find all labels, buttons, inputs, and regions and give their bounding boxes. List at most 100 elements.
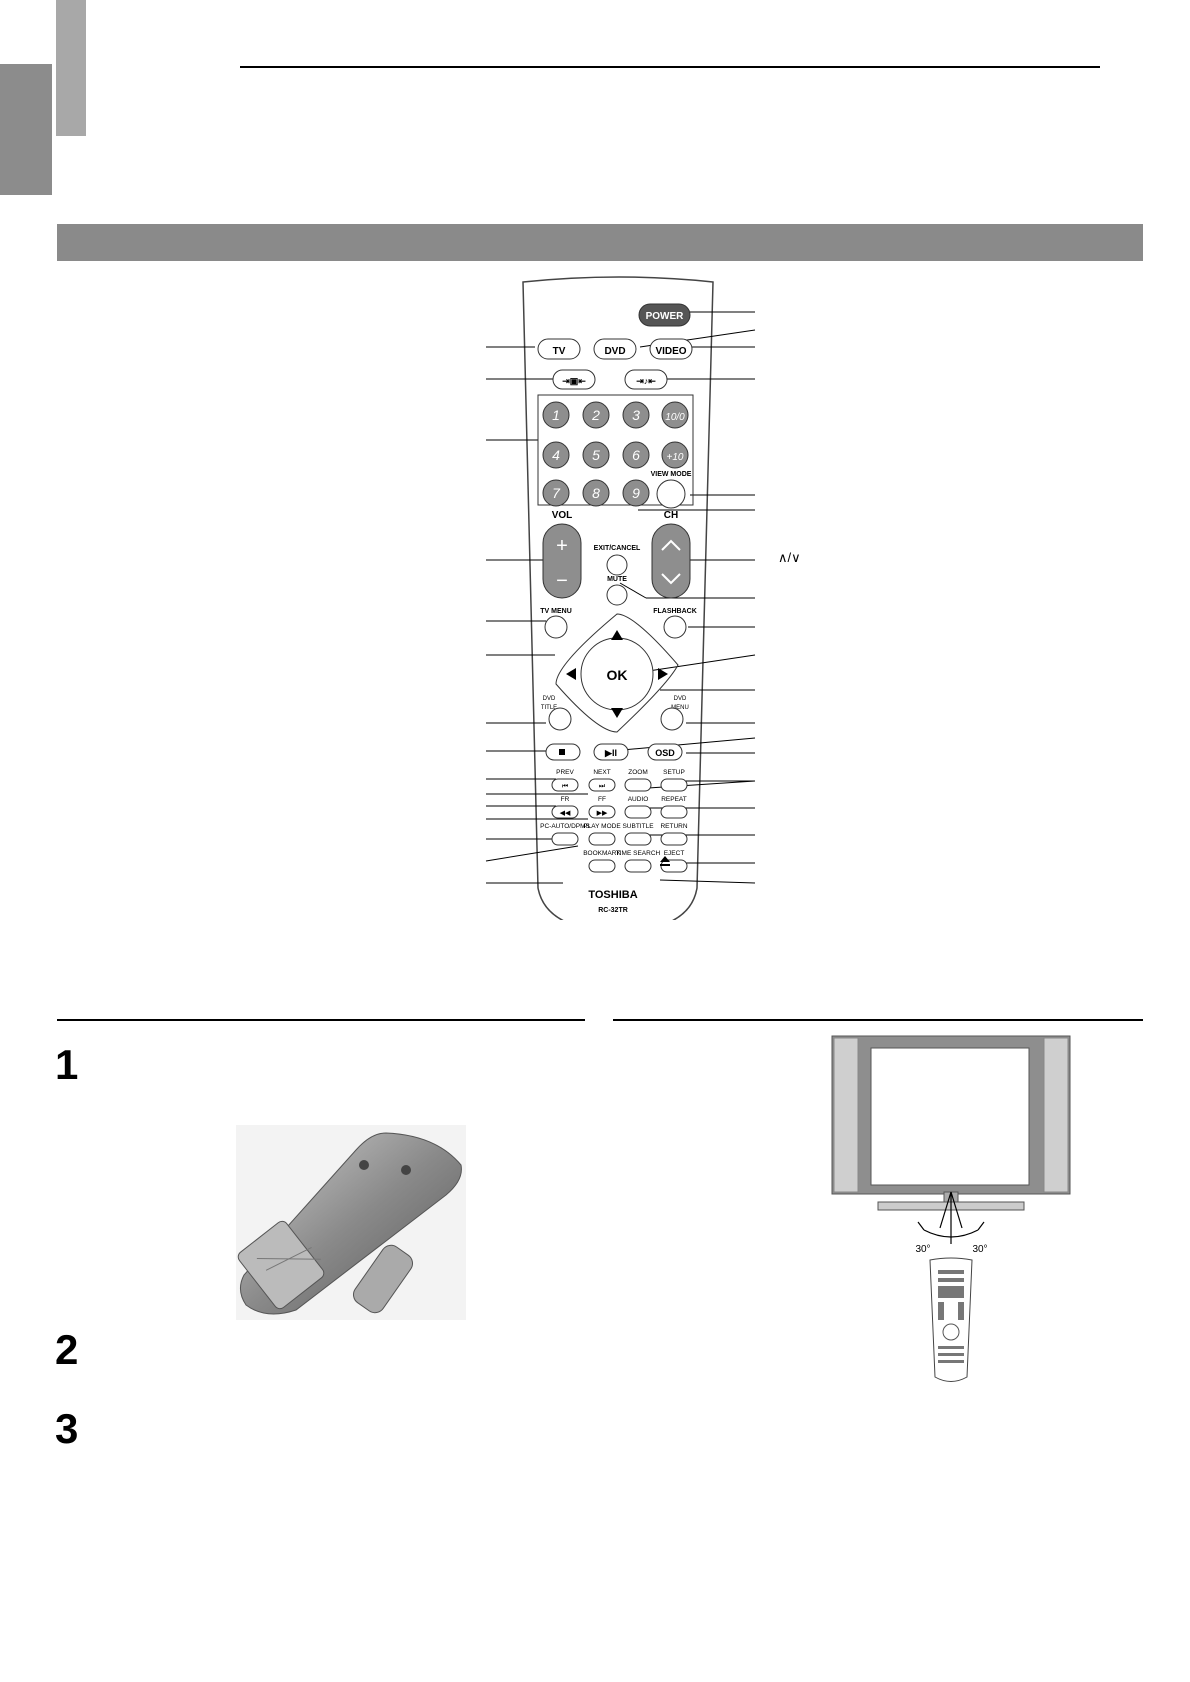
bookmark-button[interactable] (588, 859, 616, 873)
exit-cancel-button[interactable] (606, 554, 628, 576)
digit-button[interactable] (661, 441, 689, 469)
tv-button[interactable] (537, 338, 581, 360)
tv-label: TV (553, 346, 566, 357)
screw-hole (401, 1165, 411, 1175)
battery-cover-illustration (236, 1125, 466, 1320)
repeat-button[interactable] (660, 805, 688, 819)
digit-button[interactable] (582, 479, 610, 507)
video-label: VIDEO (655, 346, 686, 357)
screw-hole (359, 1160, 369, 1170)
brand-label: TOSHIBA (588, 889, 637, 901)
video-button[interactable] (649, 338, 693, 360)
mini-remote-buttons (938, 1270, 964, 1363)
callout-lines-right (619, 311, 756, 884)
bookmark-label: BOOKMARK (583, 850, 621, 857)
dvd-button[interactable] (593, 338, 637, 360)
flashback-label: FLASHBACK (653, 608, 697, 615)
arrow-down-icon (611, 708, 623, 718)
eject-label: EJECT (664, 850, 685, 857)
digit-label: 2 (591, 407, 600, 423)
arrow-up-icon (611, 630, 623, 640)
subtitle-button[interactable] (624, 832, 652, 846)
zoom-label: ZOOM (628, 769, 648, 776)
sound-mode-icon: ⇥♪⇤ (636, 376, 656, 386)
fr-button[interactable] (551, 805, 579, 819)
ch-up-icon (661, 539, 681, 551)
dvd-title-button[interactable] (548, 707, 572, 731)
time-search-button[interactable] (624, 859, 652, 873)
nav-ring[interactable] (555, 613, 679, 733)
ff-label: FF (598, 796, 606, 803)
prev-label: PREV (556, 769, 574, 776)
speaker-left (833, 1037, 859, 1193)
step-number-1: 1 (55, 1041, 79, 1088)
view-mode-button[interactable] (656, 479, 686, 509)
digit-button[interactable] (582, 441, 610, 469)
power-button[interactable] (638, 303, 691, 327)
ch-label: CH (664, 510, 678, 521)
audio-label: AUDIO (628, 796, 649, 803)
digit-label: 5 (592, 447, 600, 463)
digit-label: 10/0 (665, 412, 685, 423)
digit-button[interactable] (622, 441, 650, 469)
digit-label: 3 (632, 407, 640, 423)
step-number-3: 3 (55, 1405, 79, 1452)
sound-mode-button[interactable] (624, 369, 668, 390)
subtitle-label: SUBTITLE (622, 823, 654, 830)
ch-arrows-label: ∧/∨ (778, 550, 801, 565)
digit-button[interactable] (661, 401, 689, 429)
section-title-bar (57, 224, 1143, 261)
time-search-label: TIME SEARCH (616, 850, 661, 857)
pc-autodpms-button[interactable] (551, 832, 579, 846)
osd-label: OSD (655, 748, 675, 758)
mute-label: MUTE (607, 576, 627, 583)
digit-button[interactable] (542, 479, 570, 507)
dvd-title-label: TITLE (541, 705, 557, 711)
dvd-menu-label: MENU (671, 705, 689, 711)
setup-button[interactable] (660, 778, 688, 792)
eject-icon (660, 856, 670, 862)
battery-cover (353, 1244, 413, 1314)
header-rule (240, 66, 1100, 68)
zoom-button[interactable] (624, 778, 652, 792)
arrow-left-icon (566, 668, 576, 680)
digit-label: 7 (552, 485, 561, 501)
digit-label: +10 (667, 452, 684, 463)
play-pause-icon: ▶II (604, 748, 617, 758)
digit-button[interactable] (582, 401, 610, 429)
ff-button[interactable] (588, 805, 616, 819)
tv-menu-button[interactable] (544, 615, 568, 639)
digit-button[interactable] (542, 441, 570, 469)
dvd-menu-button[interactable] (660, 707, 684, 731)
return-button[interactable] (660, 832, 688, 846)
vol-rocker[interactable] (542, 523, 582, 599)
prev-button[interactable] (551, 778, 579, 792)
play-pause-button[interactable] (593, 743, 629, 761)
osd-button[interactable] (647, 743, 683, 761)
digit-label: 9 (632, 485, 640, 501)
ch-rocker[interactable] (651, 523, 691, 599)
digit-button[interactable] (622, 401, 650, 429)
dvd-title-top-label: DVD (543, 696, 556, 702)
picture-mode-button[interactable] (552, 369, 596, 390)
tv-screen (870, 1047, 1030, 1186)
exit-cancel-label: EXIT/CANCEL (594, 545, 641, 552)
play-mode-button[interactable] (588, 832, 616, 846)
picture-mode-icon: ⇥▣⇤ (562, 376, 586, 386)
vol-label: VOL (552, 510, 573, 521)
digit-label: 8 (592, 485, 600, 501)
fr-label: FR (561, 796, 570, 803)
stop-icon (559, 749, 565, 755)
next-button[interactable] (588, 778, 616, 792)
audio-button[interactable] (624, 805, 652, 819)
digit-button[interactable] (622, 479, 650, 507)
pc-autodpms-label: PC-AUTO/DPMS (540, 823, 590, 830)
ch-down-icon (661, 573, 681, 585)
flashback-button[interactable] (663, 615, 687, 639)
tv-remote-range-illustration: 30° 30° (831, 1035, 1071, 1382)
mute-button[interactable] (606, 584, 628, 606)
digit-button[interactable] (542, 401, 570, 429)
step-number-2: 2 (55, 1326, 79, 1373)
ok-label: OK (607, 667, 628, 683)
